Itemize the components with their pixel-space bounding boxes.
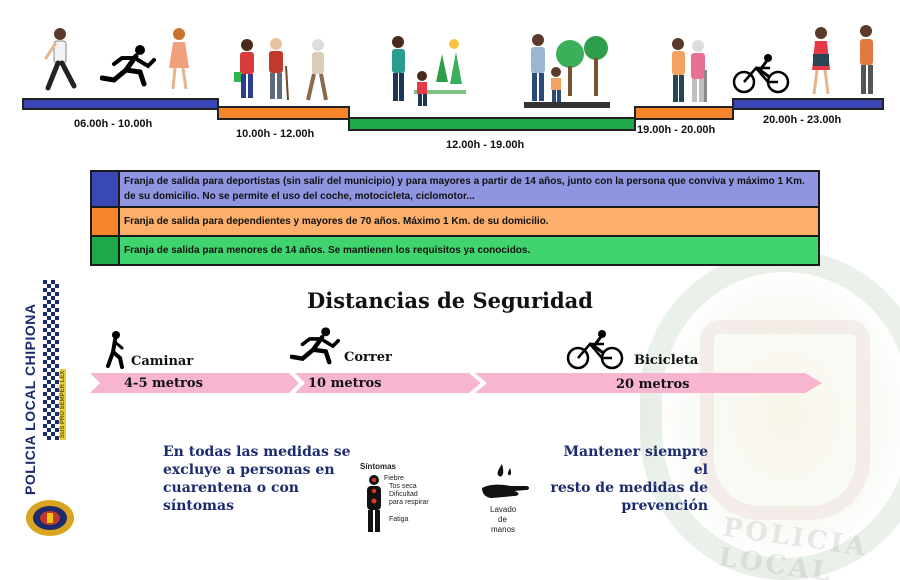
- legend-text-green: Franja de salida para menores de 14 años…: [124, 245, 531, 256]
- mother-child-park-icon: [392, 36, 466, 106]
- walking-icon: [106, 331, 124, 369]
- walking-man-2-icon: [860, 25, 873, 94]
- legend-swatch-blue: [92, 172, 120, 206]
- runner-icon: [100, 45, 156, 87]
- prevention-note-line-2: resto de medidas de: [550, 480, 708, 496]
- quarantine-note-line-3: cuarentena o con: [163, 480, 299, 496]
- slot-bar-evening: [634, 106, 734, 120]
- walking-woman-2-icon: [812, 27, 830, 95]
- legend-text-orange: Franja de salida para dependientes y may…: [124, 216, 549, 227]
- activity-bike: Bicicleta: [634, 353, 699, 368]
- symptom-cough: Tos seca: [389, 483, 417, 490]
- checkered-band: [43, 280, 59, 440]
- slot-bar-morning: [22, 98, 219, 110]
- legend-text-blue: Franja de salida para deportistas (sin s…: [124, 176, 805, 202]
- distances-title: Distancias de Seguridad: [307, 288, 593, 313]
- legend-swatch-green: [92, 237, 120, 264]
- walking-woman-icon: [169, 28, 189, 90]
- police-badge-icon: [26, 500, 74, 536]
- legend-table: Franja de salida para deportistas (sin s…: [90, 170, 820, 266]
- police-banner-motto: SUS PRO SEMPER LEX: [60, 368, 66, 440]
- elderly-couple-icon: [672, 38, 707, 102]
- activity-walk: Caminar: [131, 354, 194, 369]
- prevention-note: Mantener siempre el resto de medidas de …: [548, 443, 708, 515]
- prevention-note-line-1: Mantener siempre el: [563, 444, 708, 478]
- quarantine-note-line-2: excluye a personas en: [163, 462, 335, 478]
- slot-bar-midmorning: [217, 106, 350, 120]
- legend-swatch-orange: [92, 208, 120, 235]
- quarantine-note: En todas las medidas se excluye a person…: [163, 443, 351, 515]
- symptom-breathing-1: Dificultad: [389, 491, 418, 498]
- shopping-person-icon: [234, 39, 254, 98]
- distance-arrow-strip: [90, 372, 822, 394]
- slot-time-3: 19.00h - 20.00h: [637, 124, 716, 136]
- symptom-fever: Fiebre: [384, 475, 404, 482]
- symptom-fatigue: Fatiga: [389, 516, 409, 523]
- quarantine-note-line-4: síntomas: [163, 498, 234, 514]
- slot-time-0: 06.00h - 10.00h: [74, 118, 153, 130]
- elderly-man-icon: [269, 38, 289, 101]
- cyclist-icon: [732, 54, 790, 94]
- symptoms-title: Síntomas: [360, 462, 397, 471]
- legend-row-blue: Franja de salida para deportistas (sin s…: [92, 172, 818, 208]
- running-icon: [290, 327, 340, 365]
- slot-time-2: 12.00h - 19.00h: [446, 139, 525, 151]
- handwash-caption-2: de: [498, 515, 507, 524]
- handwash-caption-1: Lavado: [490, 505, 517, 514]
- distance-bike: 20 metros: [616, 377, 690, 392]
- handwash-icon: [482, 464, 529, 498]
- bicycle-icon: [566, 330, 624, 370]
- distance-run: 10 metros: [308, 376, 382, 391]
- distance-walk: 4-5 metros: [124, 376, 203, 391]
- slot-time-4: 20.00h - 23.00h: [763, 114, 842, 126]
- activity-run: Correr: [344, 350, 392, 365]
- father-child-park-icon: [524, 34, 610, 108]
- police-banner-title: POLICIA LOCAL CHIPIONA: [22, 303, 38, 495]
- slot-bar-afternoon: [348, 117, 636, 131]
- slot-bar-night: [732, 98, 884, 110]
- watermark-shield: [700, 320, 870, 520]
- quarantine-note-line-1: En todas las medidas se: [163, 444, 351, 460]
- elderly-walker-icon: [306, 39, 328, 101]
- walking-man-icon: [44, 28, 77, 91]
- legend-row-green: Franja de salida para menores de 14 años…: [92, 237, 818, 264]
- slot-time-1: 10.00h - 12.00h: [236, 128, 315, 140]
- prevention-note-line-3: prevención: [621, 498, 708, 514]
- symptom-breathing-2: para respirar: [389, 499, 429, 506]
- legend-row-orange: Franja de salida para dependientes y may…: [92, 208, 818, 237]
- handwash-caption-3: manos: [491, 525, 516, 534]
- symptoms-body-icon: [367, 475, 381, 532]
